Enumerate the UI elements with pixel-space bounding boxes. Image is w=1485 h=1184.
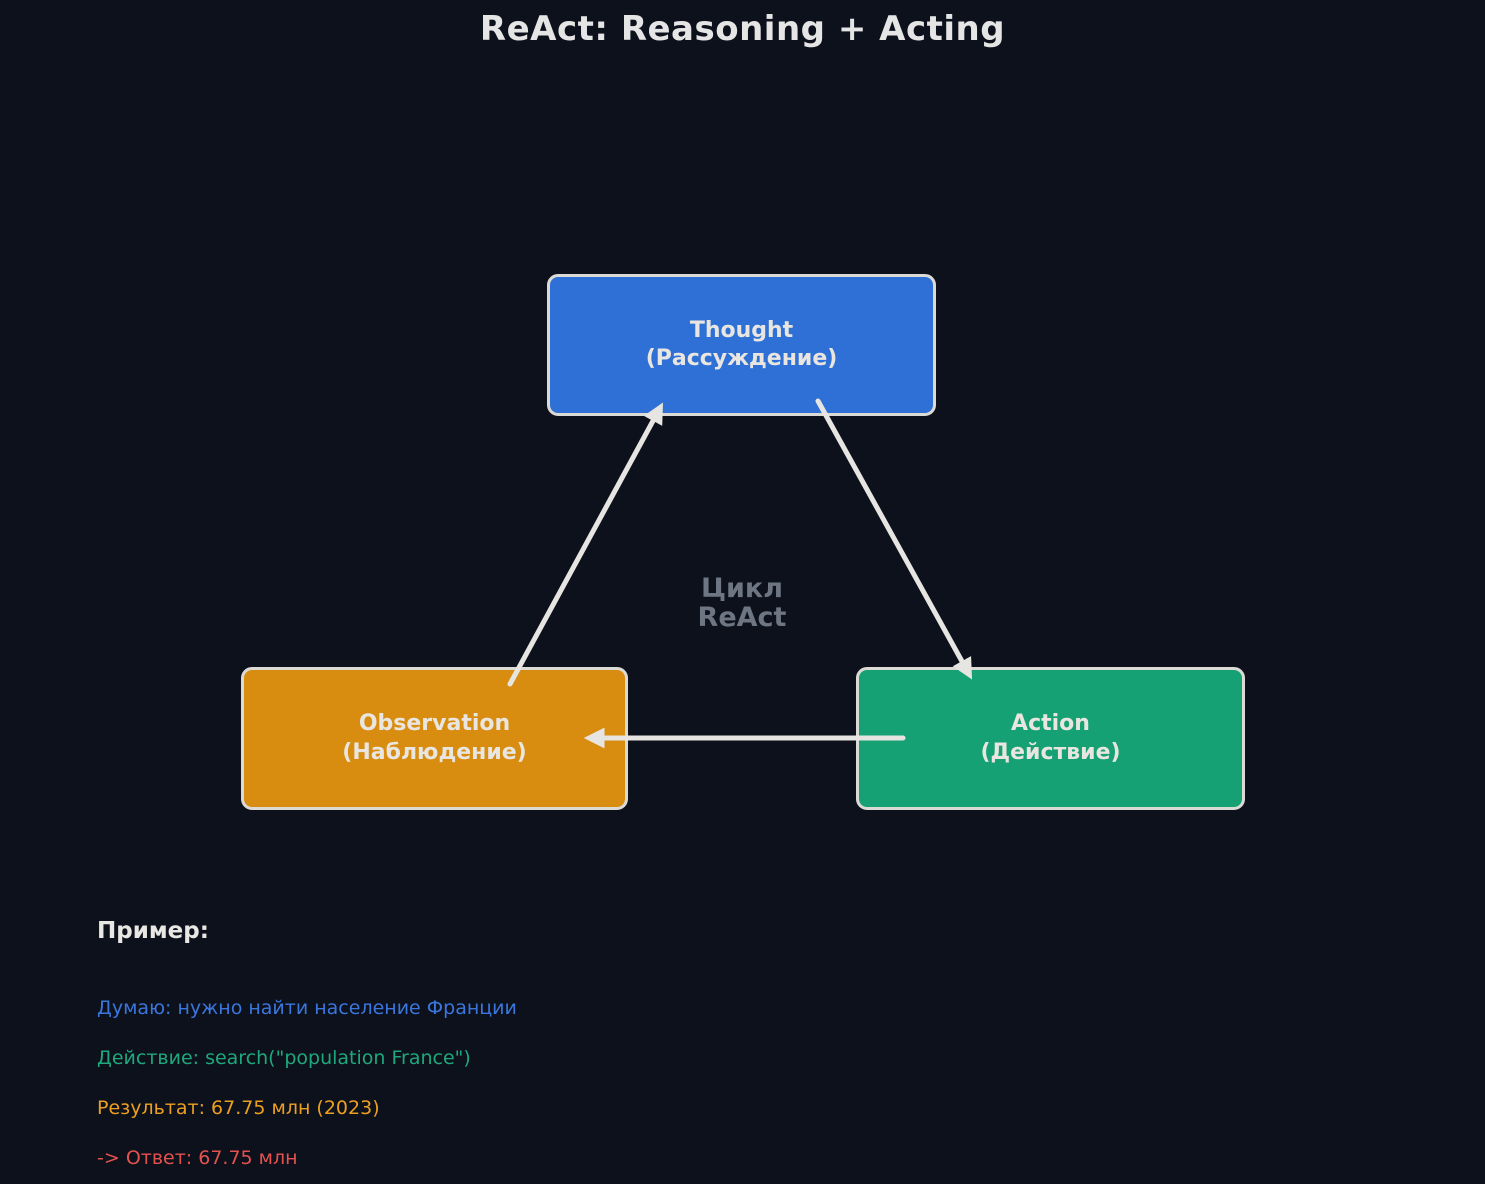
cycle-label-line1: Цикл: [700, 573, 784, 604]
example-line-result: Результат: 67.75 млн (2023): [97, 1097, 380, 1119]
example-line-thought: Думаю: нужно найти население Франции: [97, 997, 517, 1019]
cycle-label-line2: ReAct: [697, 601, 787, 633]
node-observation-label: Observation: [358, 711, 511, 737]
page-title: ReAct: Reasoning + Acting: [479, 9, 1006, 49]
node-thought-subtitle: (Рассуждение): [645, 346, 838, 371]
node-action: Action (Действие): [856, 667, 1245, 810]
arrow-observation-to-thought: [507, 402, 664, 687]
example-heading: Пример:: [97, 918, 209, 944]
example-line-action: Действие: search("population France"): [97, 1047, 471, 1069]
node-thought: Thought (Рассуждение): [547, 274, 936, 416]
example-line-answer: -> Ответ: 67.75 млн: [97, 1147, 298, 1169]
node-observation-subtitle: (Наблюдение): [342, 739, 527, 765]
arrow-thought-to-action: [815, 398, 973, 680]
node-action-label: Action: [1011, 711, 1090, 737]
cycle-label: Цикл ReAct: [592, 573, 892, 633]
node-thought-label: Thought: [689, 317, 794, 343]
node-observation: Observation (Наблюдение): [241, 667, 628, 810]
node-action-subtitle: (Действие): [980, 739, 1121, 765]
